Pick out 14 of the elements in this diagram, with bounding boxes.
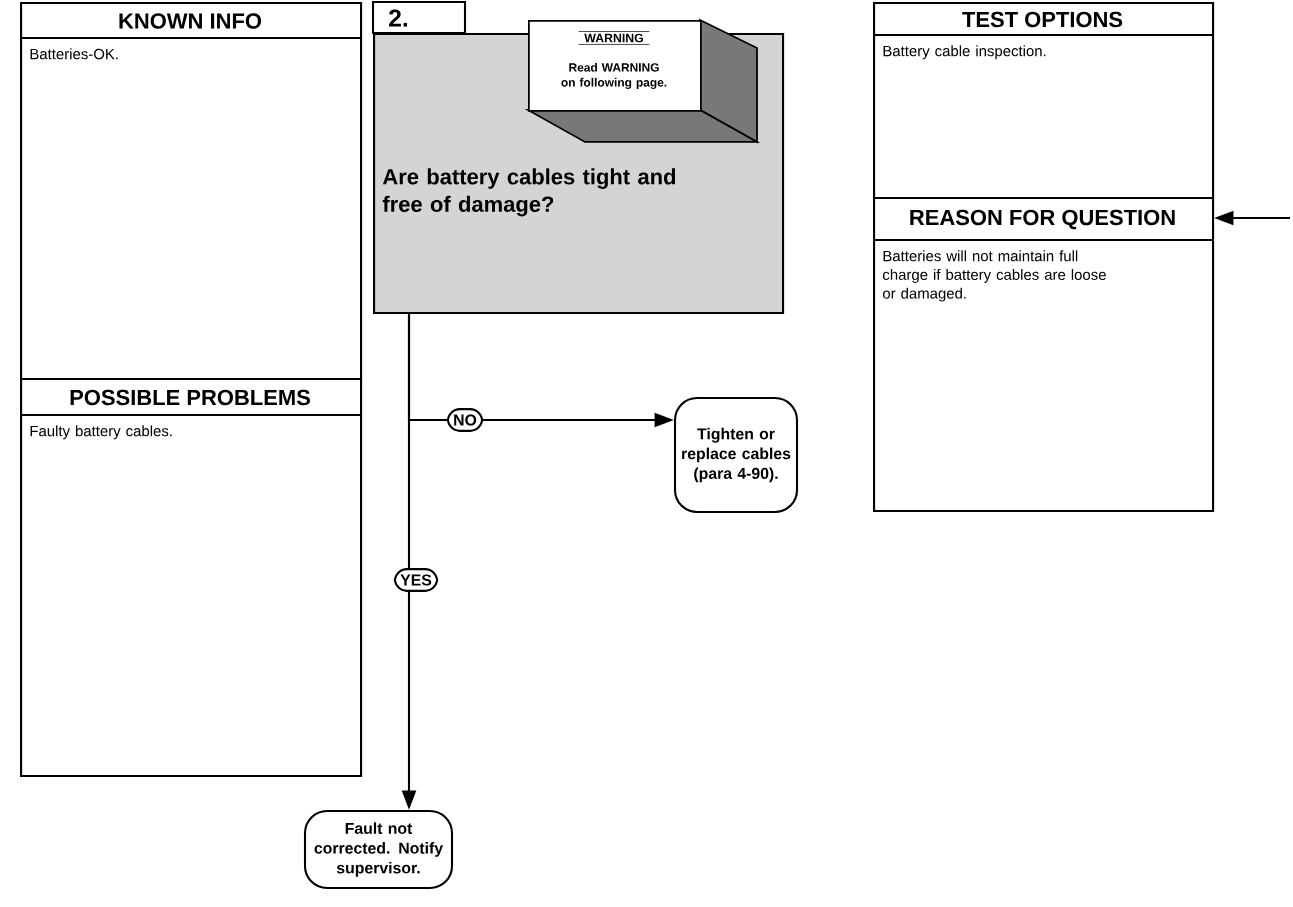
section-heading: KNOWN INFO [119,13,262,29]
step-number-tab: 2. [371,0,467,35]
terminal-box: Tighten or replace cables (para 4-90). [673,396,799,514]
body-text: Battery cable inspection. [883,45,1046,60]
terminal-box: Fault not corrected. Notify supervisor. [303,809,454,890]
body-text: Batteries-OK. [30,48,118,60]
body-text: Faulty battery cables. [30,425,172,440]
edge-label: NO [446,408,484,432]
section-heading: TEST OPTIONS [962,11,1123,28]
body-text: Batteries will not maintain full charge if battery cables are loose or damaged. [883,250,1106,302]
question-text: Are battery cables tight and free of damage? [382,168,676,217]
edge-label: YES [393,568,439,592]
section-heading: REASON FOR QUESTION [910,209,1175,230]
section-heading: POSSIBLE PROBLEMS [70,389,310,406]
